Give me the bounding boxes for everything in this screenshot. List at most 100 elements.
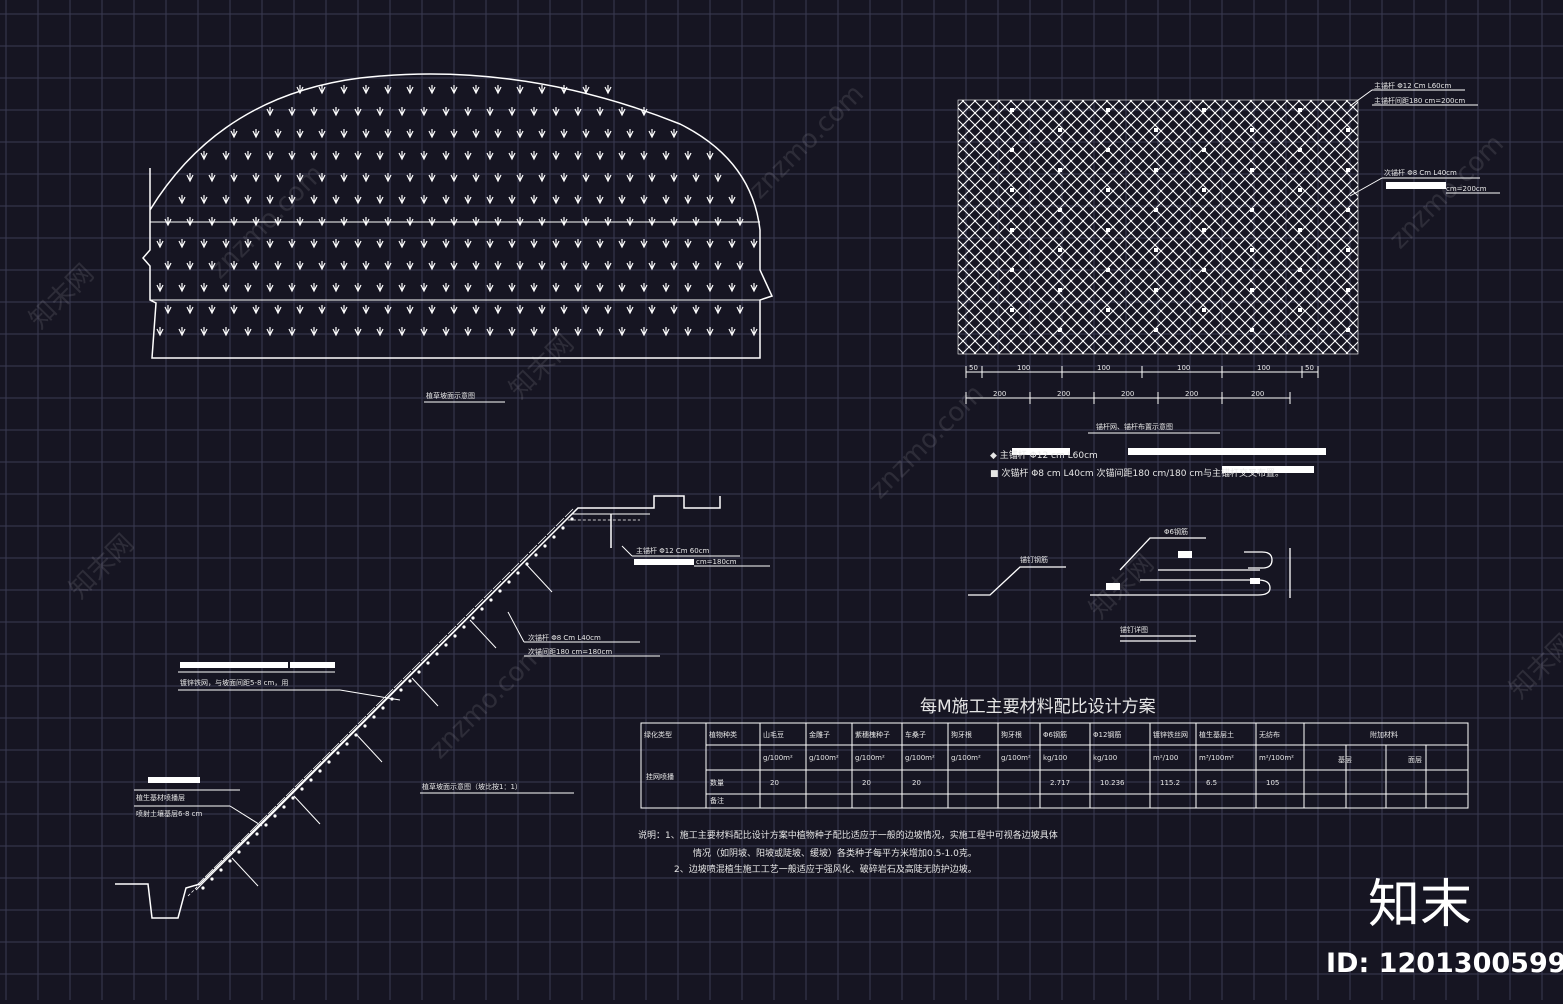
plant-symbol <box>736 261 744 271</box>
plant-symbol <box>266 195 274 205</box>
mesh-wire <box>985 100 1241 354</box>
plant-symbol <box>354 283 362 293</box>
table-subheader: 基层 <box>1338 755 1352 764</box>
legend-bar-2 <box>1222 466 1314 473</box>
main-anchor-section-label: 主锚杆 Φ12 Cm 60cm <box>636 546 710 555</box>
dimension-label: 100 <box>1177 364 1190 372</box>
hatch-dot <box>507 580 511 584</box>
plant-symbol <box>362 305 370 315</box>
plant-symbol <box>266 327 274 337</box>
mesh-wire <box>958 100 1157 299</box>
hatch-mark <box>330 742 340 752</box>
plant-symbol <box>230 261 238 271</box>
table-value: 20 <box>912 779 921 787</box>
plant-symbol <box>376 151 384 161</box>
plant-symbol <box>156 239 164 249</box>
anchor-node <box>1250 288 1254 292</box>
plant-symbol <box>398 107 406 117</box>
mesh-wire <box>1237 233 1358 354</box>
plant-symbol <box>604 261 612 271</box>
plant-symbol <box>178 195 186 205</box>
anchor-node <box>1154 128 1158 132</box>
anchor-node <box>1202 308 1206 312</box>
plant-symbol <box>164 305 172 315</box>
plant-symbol <box>494 173 502 183</box>
anchor-node <box>1298 188 1302 192</box>
net-label: 锚杆网、锚杆布置示意图 <box>1096 422 1173 431</box>
mesh-wire <box>1117 113 1358 354</box>
mesh-wire <box>1081 100 1337 354</box>
plant-symbol <box>332 107 340 117</box>
mesh-wire <box>1309 305 1358 354</box>
anchor-node <box>1202 188 1206 192</box>
legend-bar-1b <box>1128 448 1326 455</box>
plant-symbol <box>486 107 494 117</box>
mesh-wire <box>1237 100 1358 221</box>
plant-symbol <box>662 283 670 293</box>
dimension-label: 50 <box>1305 364 1314 372</box>
anchor-node <box>1154 328 1158 332</box>
brand-watermark: 知末 <box>1368 875 1472 935</box>
table-qty-label: 数量 <box>710 778 724 787</box>
table-unit: g/100m² <box>1001 754 1031 762</box>
plant-symbol <box>618 239 626 249</box>
plant-symbol <box>274 173 282 183</box>
mesh-wire <box>1285 100 1358 173</box>
plant-symbol <box>266 283 274 293</box>
plant-symbol <box>714 217 722 227</box>
mesh-wire <box>997 100 1253 354</box>
plant-symbol <box>516 173 524 183</box>
plant-symbol <box>178 327 186 337</box>
anchor-node <box>1106 188 1110 192</box>
table-unit: kg/100 <box>1093 754 1117 762</box>
plant-symbol <box>640 151 648 161</box>
detail-rod-left <box>968 566 1066 596</box>
plant-symbol <box>186 305 194 315</box>
hatch-mark <box>465 607 475 617</box>
plant-symbol <box>604 305 612 315</box>
mesh-wire <box>1249 245 1358 354</box>
hatch-mark <box>384 688 394 698</box>
plant-symbol <box>648 261 656 271</box>
section-anchor <box>525 563 553 593</box>
plant-symbol <box>626 173 634 183</box>
hatch-mark <box>348 724 358 734</box>
plant-symbol <box>618 107 626 117</box>
plant-symbol <box>538 173 546 183</box>
mesh-wire <box>1333 100 1358 125</box>
plant-symbol <box>186 217 194 227</box>
plant-symbol <box>560 173 568 183</box>
plant-symbol <box>450 173 458 183</box>
plant-symbol <box>596 239 604 249</box>
mesh-wire <box>958 347 965 354</box>
hatch-dot <box>426 661 430 665</box>
plant-symbol <box>574 107 582 117</box>
plant-symbol <box>266 151 274 161</box>
plant-symbol <box>582 217 590 227</box>
plant-symbol <box>538 129 546 139</box>
hatch-dot <box>498 589 502 593</box>
plant-symbol <box>552 283 560 293</box>
anchor-node <box>1010 268 1014 272</box>
plant-symbol <box>406 85 414 95</box>
hatch-mark <box>213 859 223 869</box>
anchor-mesh-view: 主锚杆 Φ12 Cm L60cm 主锚杆间距180 cm=200cm 次锚杆 Φ… <box>957 81 1500 479</box>
plant-symbol <box>684 327 692 337</box>
plant-symbol <box>222 239 230 249</box>
plant-symbol <box>582 173 590 183</box>
dimension-label: 100 <box>1017 364 1030 372</box>
hatch-dot <box>255 832 259 836</box>
anchor-node <box>1154 208 1158 212</box>
plant-symbol <box>332 283 340 293</box>
plant-symbol <box>222 327 230 337</box>
mesh-wire <box>1345 341 1358 354</box>
plant-symbol <box>252 129 260 139</box>
layer-a-label: 植生基材喷播层 <box>136 793 185 802</box>
plant-symbol <box>340 173 348 183</box>
hatch-dot <box>381 706 385 710</box>
plant-symbol <box>508 107 516 117</box>
plant-symbol <box>332 151 340 161</box>
mesh-wire <box>1213 209 1358 354</box>
plant-symbol <box>288 195 296 205</box>
hatch-mark <box>429 643 439 653</box>
